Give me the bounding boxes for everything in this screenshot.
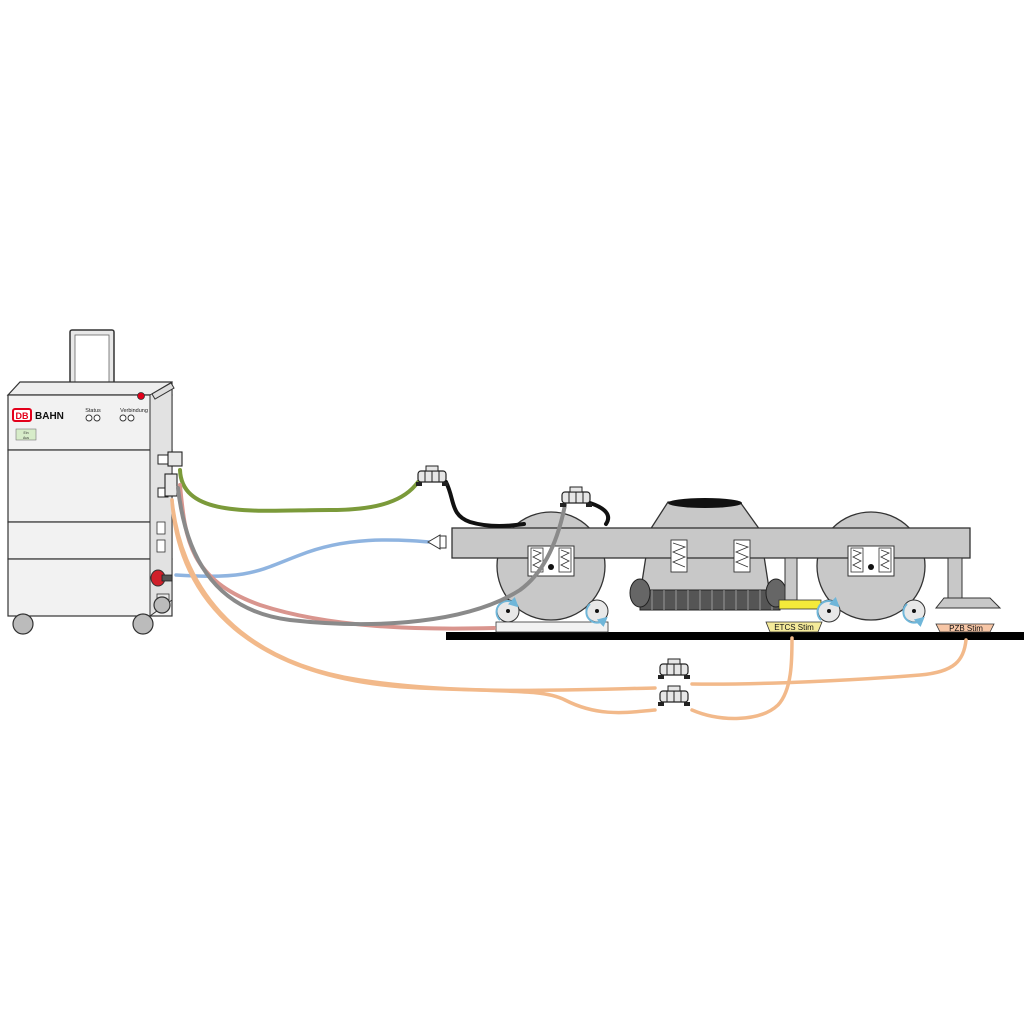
yellow-beam	[778, 599, 822, 610]
track-rail	[446, 632, 1024, 640]
status-lamp-2	[93, 414, 101, 422]
connection-lamp-1	[119, 414, 127, 422]
power-switch-off-label: Aus	[23, 436, 29, 440]
coupler-bogie[interactable]	[559, 486, 593, 508]
power-switch[interactable]: Ein Aus	[15, 428, 37, 441]
test-cabinet: DB BAHN Status Verbindung Ein Aus	[6, 329, 183, 635]
cable-orange-1b	[690, 638, 968, 686]
status-lamp-1	[85, 414, 93, 422]
cable-black	[444, 480, 526, 528]
roller-stand-rear	[816, 596, 926, 628]
emergency-button[interactable]	[137, 392, 145, 400]
cable-blue	[174, 538, 432, 579]
blue-plug[interactable]	[427, 534, 447, 550]
cabinet-handle[interactable]	[151, 382, 175, 400]
cabinet-wheel-right	[132, 613, 154, 635]
coupler-upper[interactable]	[415, 465, 449, 487]
power-switch-on-label: Ein	[23, 431, 28, 435]
cabinet-control-panel	[7, 394, 173, 451]
rotation-arrow-icon	[816, 596, 840, 621]
cable-orange-2b	[690, 636, 794, 721]
cable-gray	[176, 486, 567, 627]
axlebox-rear	[847, 545, 895, 577]
cable-orange-2	[170, 498, 657, 715]
cable-green	[178, 468, 420, 513]
coupler-orange-2[interactable]	[657, 685, 691, 707]
db-logo-text: DB	[16, 411, 29, 421]
traction-chain	[629, 578, 787, 611]
laptop[interactable]	[50, 329, 126, 396]
cable-black-2	[588, 501, 611, 526]
bogie	[451, 498, 1002, 633]
etcs-stim-box[interactable]: ETCS Stim	[765, 621, 823, 633]
red-connector[interactable]	[150, 569, 173, 587]
secondary-springs	[670, 539, 751, 573]
connection-label: Verbindung	[120, 408, 148, 414]
pzb-stim-box[interactable]: PZB Stim	[935, 623, 995, 633]
etcs-stim-label: ETCS Stim	[774, 623, 814, 632]
coupler-orange-1[interactable]	[657, 658, 691, 680]
status-label: Status	[85, 408, 101, 414]
roller-stand-front	[495, 596, 609, 633]
connection-lamp-2	[127, 414, 135, 422]
rotation-arrow-icon	[495, 596, 519, 621]
cables	[170, 468, 968, 721]
cabinet-wheel-left	[12, 613, 34, 635]
rotation-arrow-icon	[902, 603, 925, 628]
db-logo: DB	[12, 408, 32, 422]
brand-label: BAHN	[35, 411, 64, 422]
pzb-stim-label: PZB Stim	[949, 624, 983, 633]
rotation-arrow-icon	[585, 603, 608, 628]
